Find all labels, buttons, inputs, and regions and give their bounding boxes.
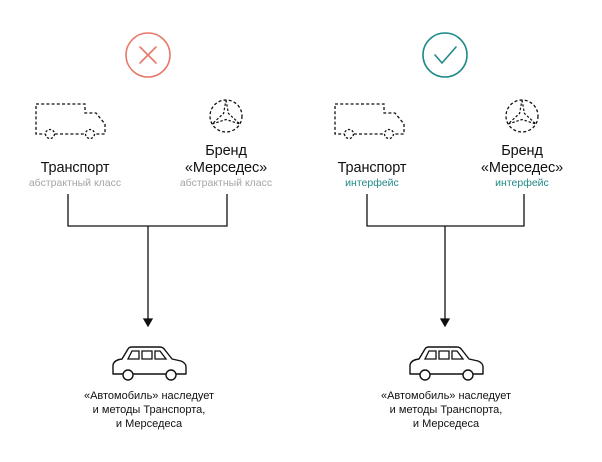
caption-line-1: «Автомобиль» наследует <box>83 390 215 402</box>
mercedes-star-icon <box>505 99 539 133</box>
child-caption: «Автомобиль» наследует и методы Транспор… <box>84 389 214 431</box>
caption-line-1: «Автомобиль» наследует <box>380 390 512 402</box>
parent-b-title-line2: «Мерседес» <box>480 160 564 176</box>
parent-b-title-line2: «Мерседес» <box>184 160 268 176</box>
parent-a-subtitle: интерфейс <box>345 177 399 189</box>
parent-a-title: Транспорт <box>337 160 407 176</box>
car-icon <box>409 346 484 381</box>
check-icon <box>422 32 468 78</box>
panel-left <box>35 32 243 381</box>
child-caption: «Автомобиль» наследует и методы Транспор… <box>381 389 511 431</box>
van-icon <box>334 103 405 140</box>
panel-right <box>334 32 539 381</box>
parent-a-label: Транспорт интерфейс <box>338 160 407 190</box>
parent-b-subtitle: интерфейс <box>495 177 549 189</box>
caption-line-2: и методы Транспорта, <box>389 404 503 416</box>
caption-line-3: и Мерседеса <box>115 418 183 430</box>
parent-b-label: Бренд «Мерседес» интерфейс <box>481 143 563 190</box>
parent-a-subtitle: абстрактный класс <box>28 177 122 189</box>
parent-b-title-line1: Бренд <box>205 143 247 159</box>
parent-a-label: Транспорт абстрактный класс <box>29 160 121 190</box>
connector-lines <box>67 194 228 328</box>
caption-line-3: и Мерседеса <box>412 418 480 430</box>
cross-icon <box>125 32 171 78</box>
car-icon <box>112 346 187 381</box>
parent-b-label: Бренд «Мерседес» абстрактный класс <box>180 143 272 190</box>
van-icon <box>35 103 106 140</box>
connector-lines <box>366 194 525 328</box>
mercedes-star-icon <box>209 99 243 133</box>
parent-b-title-line1: Бренд <box>501 143 543 159</box>
parent-b-subtitle: абстрактный класс <box>179 177 273 189</box>
caption-line-2: и методы Транспорта, <box>92 404 206 416</box>
parent-a-title: Транспорт <box>40 160 110 176</box>
